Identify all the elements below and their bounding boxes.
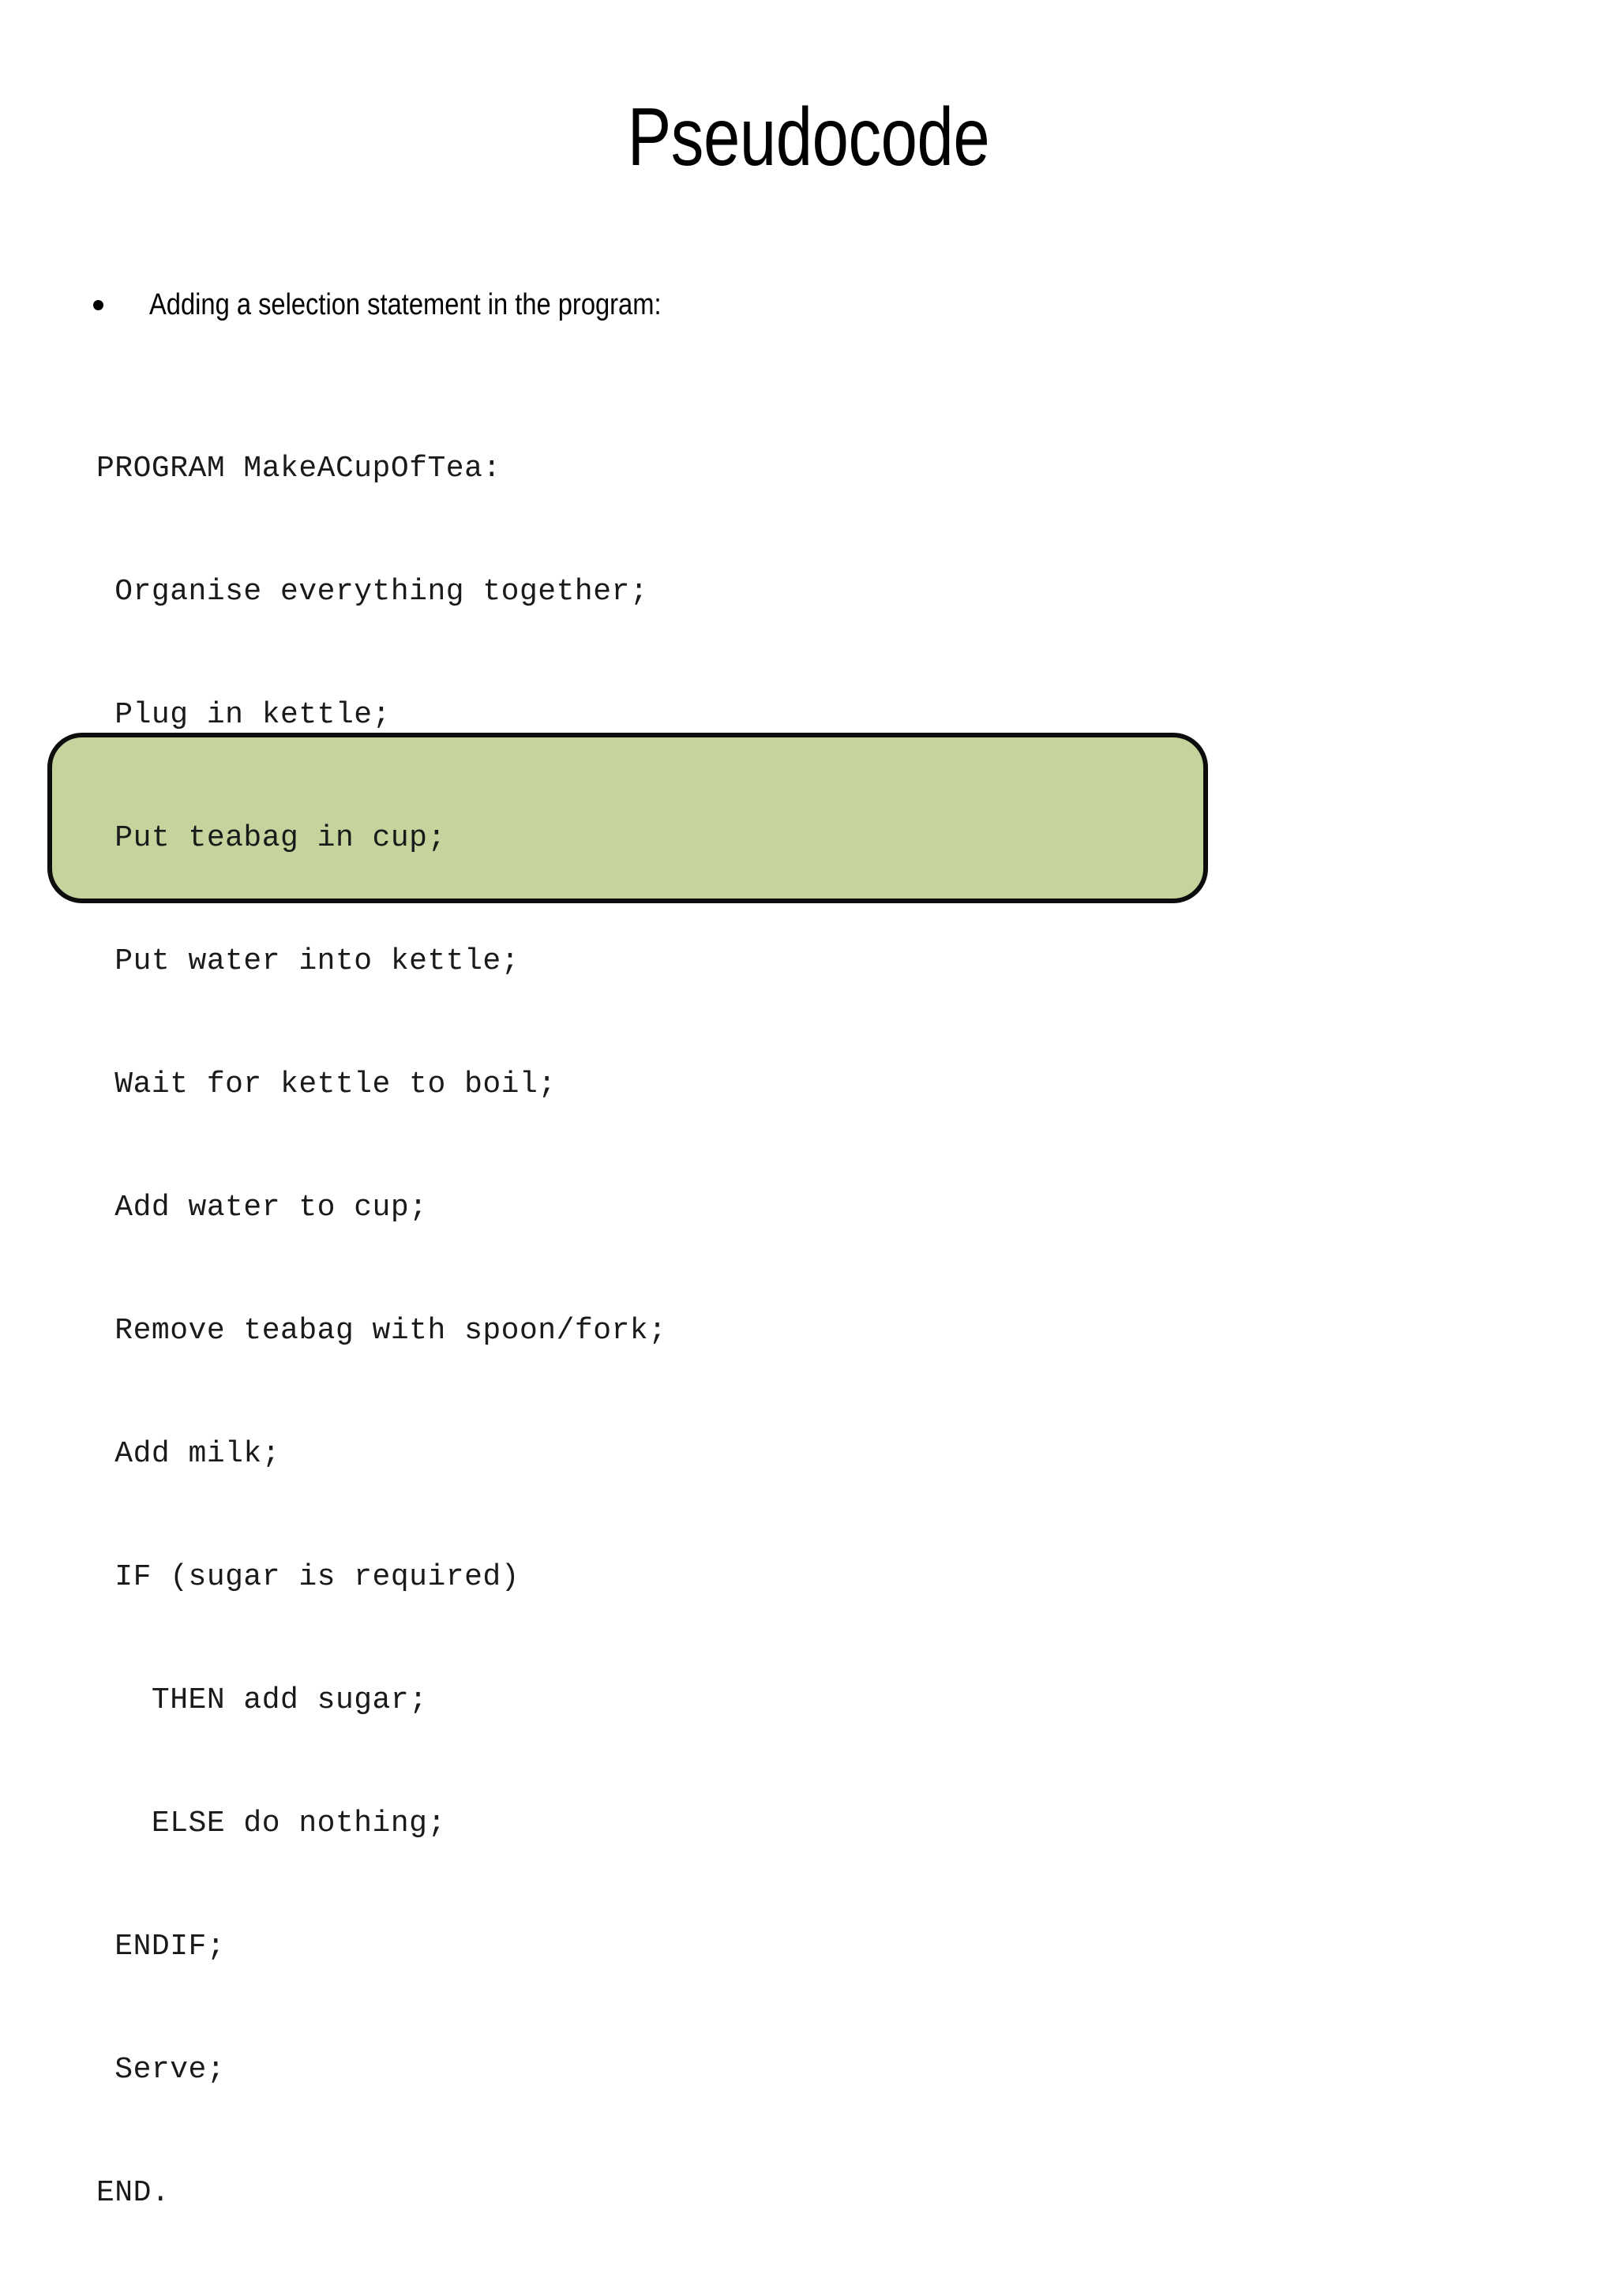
code-line: END. [96,2176,171,2210]
selection-statement-highlight-box [47,733,1208,903]
code-line-highlighted: ELSE do nothing; [96,1806,446,1840]
code-line: Organise everything together; [96,575,649,609]
bullet-item-label: Adding a selection statement in the prog… [149,288,662,321]
page-title: Pseudocode [627,92,990,183]
slide-canvas: Pseudocode Adding a selection statement … [47,92,1208,2210]
code-line: Wait for kettle to boil; [96,1067,557,1101]
code-line-highlighted: THEN add sugar; [96,1683,428,1717]
code-line: Add milk; [96,1437,281,1471]
bullet-point-icon [93,300,103,310]
code-line: Serve; [96,2053,226,2087]
code-line: Remove teabag with spoon/fork; [96,1314,667,1348]
code-line: Put teabag in cup; [96,821,446,855]
bullet-list-item: Adding a selection statement in the prog… [93,286,745,324]
code-line: PROGRAM MakeACupOfTea: [96,452,501,486]
code-line-highlighted: ENDIF; [96,1930,226,1964]
code-line: Put water into kettle; [96,944,520,978]
code-line-highlighted: IF (sugar is required) [96,1560,520,1594]
code-line: Plug in kettle; [96,698,391,732]
pseudocode-block: PROGRAM MakeACupOfTea: Organise everythi… [96,366,666,2296]
code-line: Add water to cup; [96,1191,428,1225]
